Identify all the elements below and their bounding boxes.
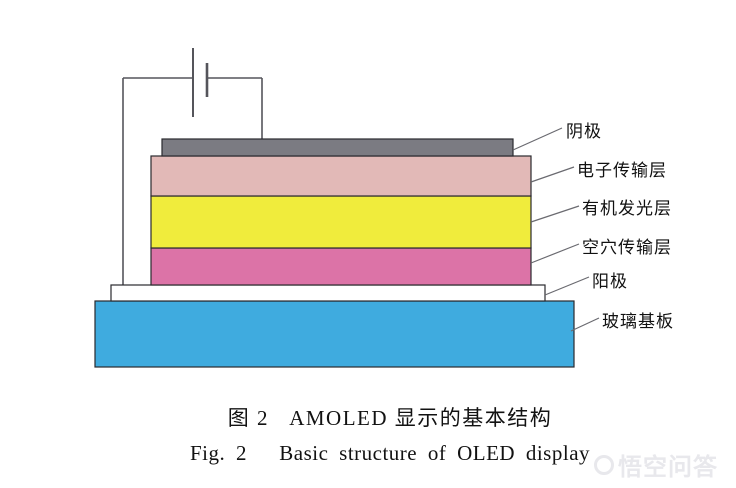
caption-chinese: 图 2 AMOLED 显示的基本结构 (227, 406, 553, 430)
leader-line-cathode (512, 127, 563, 151)
layer-rect-glass-substrate (94, 300, 575, 368)
leader-lines (512, 127, 600, 332)
label-glass-substrate: 玻璃基板 (602, 312, 674, 331)
leader-line-glass-substrate (570, 317, 600, 332)
watermark-logo-icon (594, 454, 614, 475)
layer-rect-anode (110, 284, 546, 302)
watermark-text: 悟空问答 (618, 454, 718, 481)
leader-line-anode (544, 276, 590, 296)
caption-english: Fig. 2 Basic structure of OLED display (189, 441, 591, 465)
layer-rect-organic-emissive (150, 195, 532, 249)
leader-line-hole-transport (530, 243, 580, 264)
layer-rect-electron-transport (150, 155, 532, 197)
layer-stack (94, 138, 575, 368)
circuit-wires (122, 77, 263, 285)
watermark: 悟空问答 (594, 447, 718, 482)
label-cathode: 阴极 (566, 122, 602, 141)
layer-rect-cathode (161, 138, 514, 157)
label-hole-transport-layer: 空穴传输层 (582, 238, 672, 257)
label-organic-emissive-layer: 有机发光层 (582, 199, 672, 218)
label-electron-transport-layer: 电子传输层 (577, 161, 667, 180)
leader-line-electron-transport (530, 166, 575, 183)
label-anode: 阳极 (592, 272, 628, 291)
battery-icon (192, 48, 209, 117)
leader-line-organic-emissive (530, 205, 580, 223)
layer-rect-hole-transport (150, 247, 532, 286)
